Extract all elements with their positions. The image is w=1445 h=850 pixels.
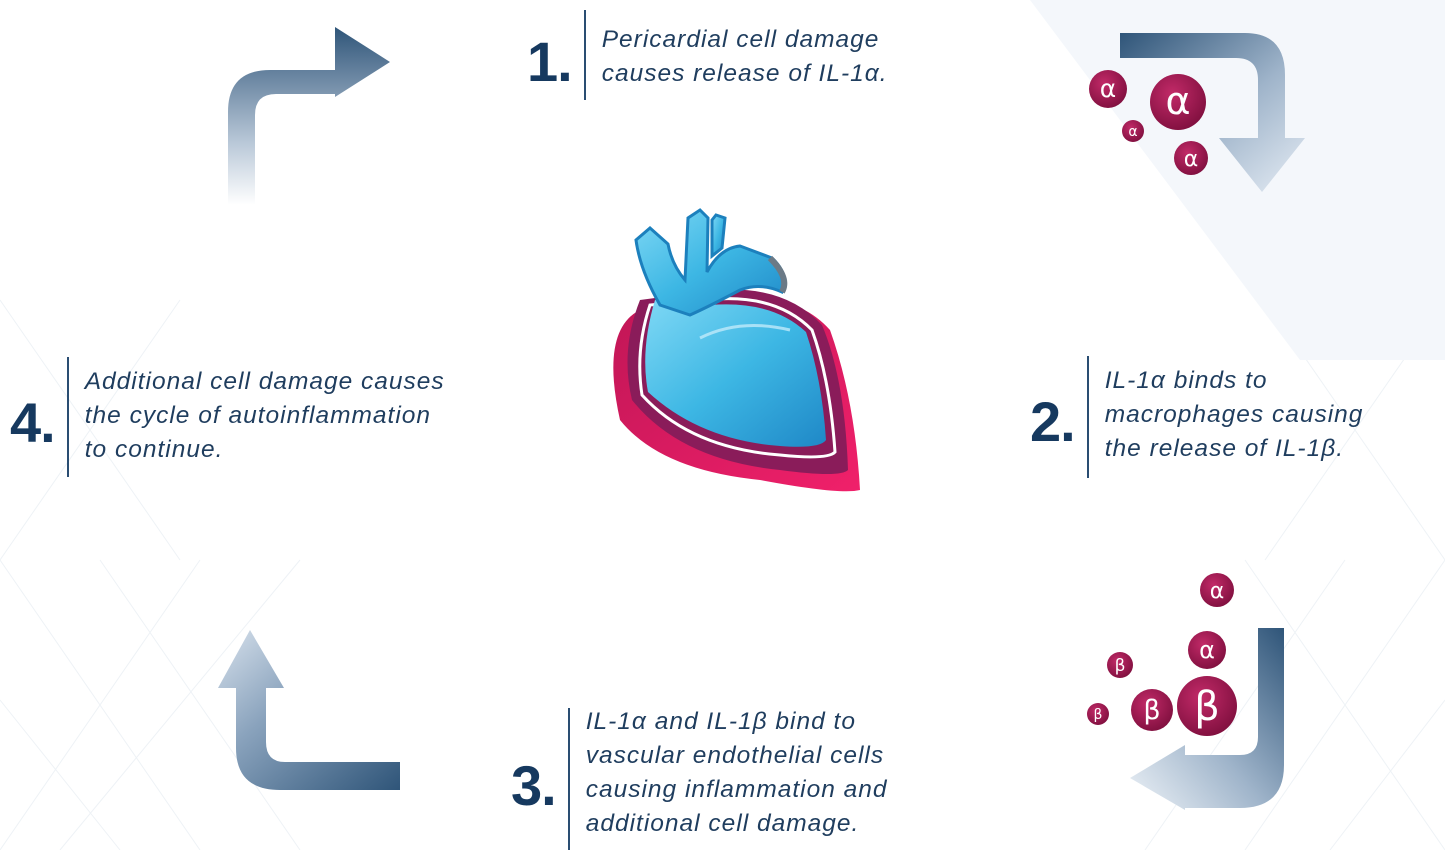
- step-text-line: the release of IL-1β.: [1105, 432, 1364, 466]
- beta-label: β: [1143, 695, 1160, 726]
- step-text-line: macrophages causing: [1105, 398, 1364, 432]
- beta-label: β: [1194, 684, 1220, 730]
- beta-label: β: [1115, 656, 1126, 676]
- step-number: 3.: [511, 758, 556, 814]
- beta-label: β: [1094, 707, 1103, 723]
- interleukin-molecule-icon: α: [1188, 631, 1226, 669]
- step-4: 4. Additional cell damage causes the cyc…: [10, 357, 445, 477]
- step-number-digit: 4: [10, 391, 40, 454]
- step-text-line: additional cell damage.: [586, 807, 888, 841]
- step-number-dot: .: [40, 391, 55, 454]
- cycle-arrow-icon: [228, 27, 390, 205]
- alpha-label: α: [1199, 636, 1215, 664]
- interleukin-molecule-icon: α: [1200, 573, 1234, 607]
- step-3: 3. IL-1α and IL-1β bind to vascular endo…: [511, 708, 888, 850]
- step-number: 4.: [10, 395, 55, 451]
- step-number-dot: .: [1060, 390, 1075, 453]
- interleukin-molecule-icon: α: [1089, 70, 1127, 108]
- interleukin-molecule-icon: α: [1174, 141, 1208, 175]
- alpha-label: α: [1210, 579, 1225, 604]
- step-text-line: to continue.: [85, 433, 445, 467]
- interleukin-molecule-icon: α: [1150, 74, 1206, 130]
- step-text-line: Pericardial cell damage: [602, 23, 888, 57]
- interleukin-molecule-icon: β: [1087, 703, 1109, 725]
- step-2: 2. IL-1α binds to macrophages causing th…: [1030, 356, 1363, 478]
- step-description: Additional cell damage causes the cycle …: [85, 365, 445, 467]
- step-text-line: Additional cell damage causes: [85, 365, 445, 399]
- step-number-digit: 1: [527, 30, 557, 93]
- divider: [568, 708, 570, 850]
- divider: [67, 357, 69, 477]
- step-1: 1. Pericardial cell damage causes releas…: [527, 10, 888, 100]
- interleukin-molecule-icon: β: [1177, 676, 1237, 736]
- interleukin-molecule-icon: β: [1131, 689, 1173, 731]
- step-number-dot: .: [557, 30, 572, 93]
- step-text-line: IL-1α binds to: [1105, 364, 1364, 398]
- step-description: Pericardial cell damage causes release o…: [602, 23, 888, 91]
- divider: [584, 10, 586, 100]
- alpha-label: α: [1128, 124, 1137, 140]
- heart-icon: [613, 210, 860, 491]
- step-text-line: causing inflammation and: [586, 773, 888, 807]
- divider: [1087, 356, 1089, 478]
- step-description: IL-1α and IL-1β bind to vascular endothe…: [586, 705, 888, 841]
- step-number: 2.: [1030, 394, 1075, 450]
- step-number: 1.: [527, 34, 572, 90]
- alpha-label: α: [1100, 74, 1116, 103]
- step-number-dot: .: [541, 754, 556, 817]
- step-number-digit: 3: [511, 754, 541, 817]
- step-text-line: IL-1α and IL-1β bind to: [586, 705, 888, 739]
- step-text-line: vascular endothelial cells: [586, 739, 888, 773]
- interleukin-molecule-icon: β: [1107, 652, 1133, 678]
- step-text-line: the cycle of autoinflammation: [85, 399, 445, 433]
- cycle-arrow-icon: [218, 630, 400, 790]
- step-description: IL-1α binds to macrophages causing the r…: [1105, 364, 1364, 466]
- alpha-label: α: [1165, 79, 1190, 123]
- interleukin-molecule-icon: α: [1122, 120, 1144, 142]
- alpha-label: α: [1184, 147, 1199, 172]
- step-text-line: causes release of IL-1α.: [602, 57, 888, 91]
- step-number-digit: 2: [1030, 390, 1060, 453]
